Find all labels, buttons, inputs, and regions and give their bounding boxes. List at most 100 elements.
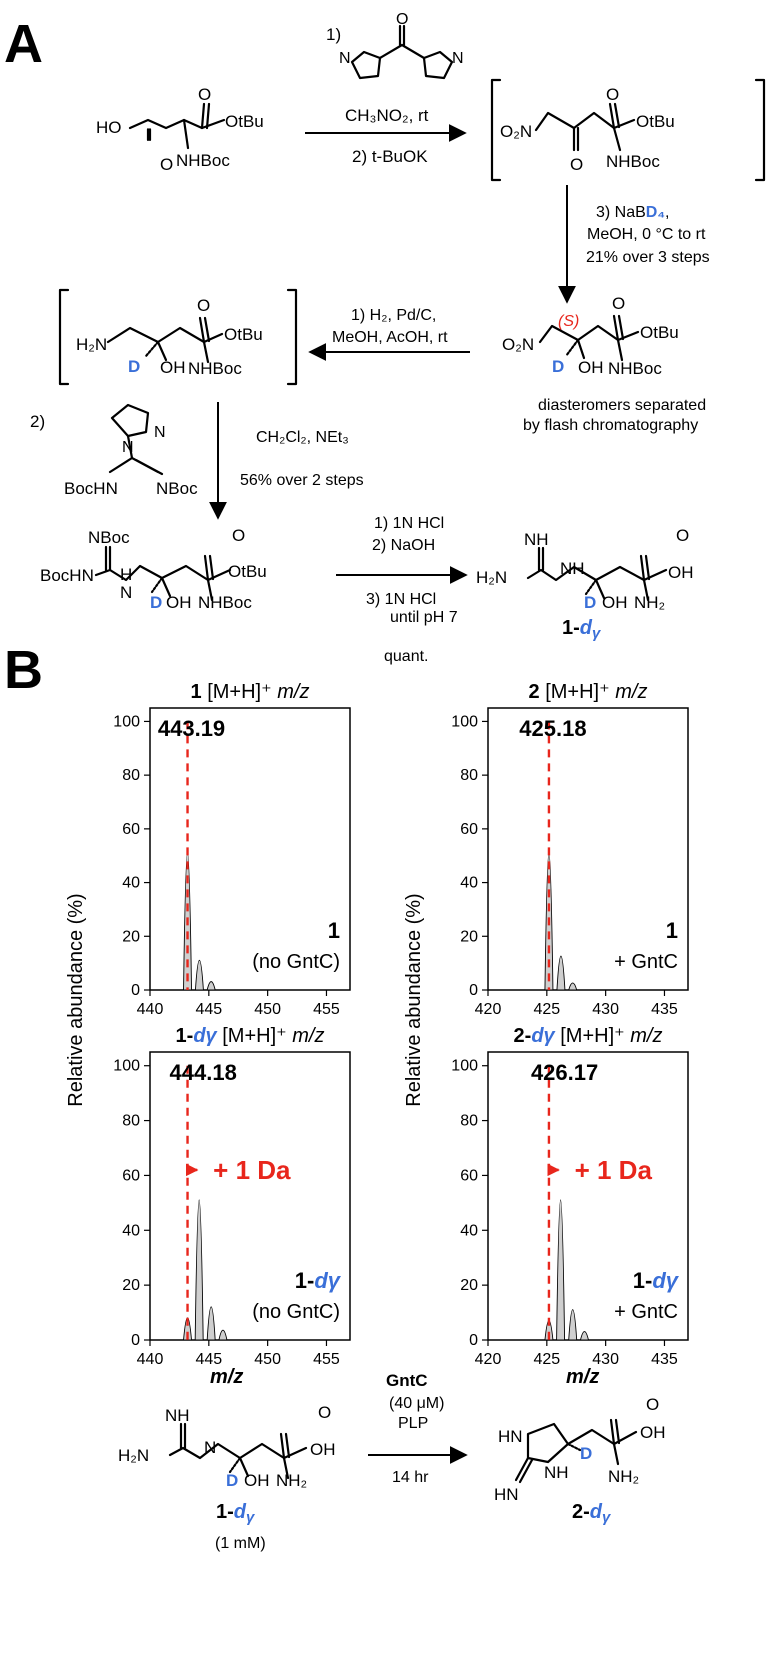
y-tick-label: 20 xyxy=(122,1277,140,1294)
chart-title: 2-dγ [M+H]⁺ m/z xyxy=(514,1025,663,1047)
product-nh: NH xyxy=(524,530,549,549)
substrate-name: 1-dγ xyxy=(216,1501,256,1526)
peak-label: 443.19 xyxy=(158,716,225,741)
peak-label: 444.18 xyxy=(170,1060,237,1085)
substrate-1-dgamma xyxy=(168,1422,308,1480)
cdi-structure xyxy=(350,24,454,80)
sample-id: 1 xyxy=(666,918,678,943)
y-tick-label: 100 xyxy=(451,1058,478,1075)
boc-nhboc: NHBoc xyxy=(198,593,252,612)
y-tick-label: 0 xyxy=(469,1332,478,1349)
amine-nhboc: NHBoc xyxy=(188,359,242,378)
guan-solvent: CH₂Cl₂, NEt₃ xyxy=(256,429,349,446)
nitro-o2n: O₂N xyxy=(500,122,532,141)
panel-a-label: A xyxy=(4,14,43,74)
alcohol-otbu: OtBu xyxy=(640,323,679,342)
deprot-step3: 3) 1N HCl xyxy=(366,591,436,608)
prod2-o: O xyxy=(646,1395,659,1414)
guan-step-number: 2) xyxy=(30,412,45,431)
substrate-oh: OH xyxy=(244,1471,270,1490)
deprot-step2: 2) NaOH xyxy=(372,537,435,554)
product-oh: OH xyxy=(602,593,628,612)
start-ho: HO xyxy=(96,118,122,137)
cofactor: PLP xyxy=(398,1415,428,1432)
y-tick-label: 60 xyxy=(122,821,140,838)
bracket-left-2 xyxy=(58,288,70,386)
start-nhboc: NHBoc xyxy=(176,151,230,170)
y-tick-label: 40 xyxy=(460,875,478,892)
x-tick-label: 440 xyxy=(137,1351,164,1368)
prod2-hn-bottom: HN xyxy=(494,1485,519,1504)
x-tick-label: 455 xyxy=(313,1001,340,1018)
alcohol-o2n: O₂N xyxy=(502,335,534,354)
sample-id: 1-dγ xyxy=(633,1268,680,1293)
y-tick-label: 0 xyxy=(131,1332,140,1349)
boc-h: H xyxy=(120,565,132,584)
plot-frame xyxy=(149,1051,351,1341)
sample-note: (no GntC) xyxy=(252,1301,340,1323)
y-tick-label: 60 xyxy=(460,1167,478,1184)
y-tick-label: 60 xyxy=(460,821,478,838)
x-tick-label: 455 xyxy=(313,1351,340,1368)
y-axis-label-right: Relative abundance (%) xyxy=(403,893,425,1106)
guan-reagent-nboc: NBoc xyxy=(156,479,198,498)
y-tick-label: 20 xyxy=(460,1277,478,1294)
nitro-ester-o: O xyxy=(606,85,619,104)
boc-n: N xyxy=(120,583,132,602)
y-tick-label: 100 xyxy=(113,1058,140,1075)
x-tick-label: 450 xyxy=(254,1351,281,1368)
product2-name: 2-dγ xyxy=(572,1501,612,1526)
pyrazole-reagent xyxy=(108,403,164,476)
spectrum-peak xyxy=(556,955,566,991)
reaction-time: 14 hr xyxy=(392,1469,429,1486)
step1-number: 1) xyxy=(326,25,341,44)
boc-nboc: NBoc xyxy=(88,528,130,547)
cdi-n-left: N xyxy=(339,50,351,67)
deprot-step4: until pH 7 xyxy=(390,609,458,626)
product-n: NH xyxy=(560,559,585,578)
x-tick-label: 420 xyxy=(475,1351,502,1368)
x-tick-label: 445 xyxy=(195,1351,222,1368)
y-tick-label: 0 xyxy=(469,982,478,999)
x-tick-label: 430 xyxy=(592,1001,619,1018)
prod2-acid-oh: OH xyxy=(640,1423,666,1442)
sample-note: + GntC xyxy=(614,951,678,973)
start-aspartate xyxy=(128,102,226,150)
product-d: D xyxy=(584,593,596,612)
bracket-right-2 xyxy=(286,288,298,386)
x-axis-label-left: m/z xyxy=(210,1366,243,1388)
pyrazole-n2: N xyxy=(122,439,134,456)
product-name: 1-dγ xyxy=(562,617,602,642)
x-tick-label: 445 xyxy=(195,1001,222,1018)
y-axis-label-left: Relative abundance (%) xyxy=(65,893,87,1106)
step1-solvent: CH₃NO₂, rt xyxy=(345,106,429,125)
spectrum-peak xyxy=(218,1329,228,1341)
y-tick-label: 20 xyxy=(460,928,478,945)
plot-frame xyxy=(487,707,689,991)
nitro-alcohol xyxy=(538,314,640,362)
chart-title: 1-dγ [M+H]⁺ m/z xyxy=(176,1025,325,1047)
step3-yield: 21% over 3 steps xyxy=(586,249,710,266)
substrate-nh: NH xyxy=(165,1406,190,1425)
boc-ester-o: O xyxy=(232,526,245,545)
sample-note: + GntC xyxy=(614,1301,678,1323)
start-o-ester: O xyxy=(198,85,211,104)
spectrum-peak xyxy=(206,1306,216,1341)
substrate-d: D xyxy=(226,1471,238,1490)
spectrum-peak xyxy=(194,1199,204,1341)
reduction-step-b: MeOH, AcOH, rt xyxy=(332,329,448,346)
chart-title: 1 [M+H]⁺ m/z xyxy=(191,681,310,703)
boc-guanidine xyxy=(94,545,232,602)
y-tick-label: 80 xyxy=(122,1113,140,1130)
x-tick-label: 425 xyxy=(533,1001,560,1018)
reduction-step-a: 1) H₂, Pd/C, xyxy=(351,307,436,324)
step3-reagent: 3) NaBD₄, xyxy=(596,204,669,221)
alcohol-ester-o: O xyxy=(612,294,625,313)
deprot-step1: 1) 1N HCl xyxy=(374,515,444,532)
sample-note: (no GntC) xyxy=(252,951,340,973)
sample-id: 1 xyxy=(328,918,340,943)
